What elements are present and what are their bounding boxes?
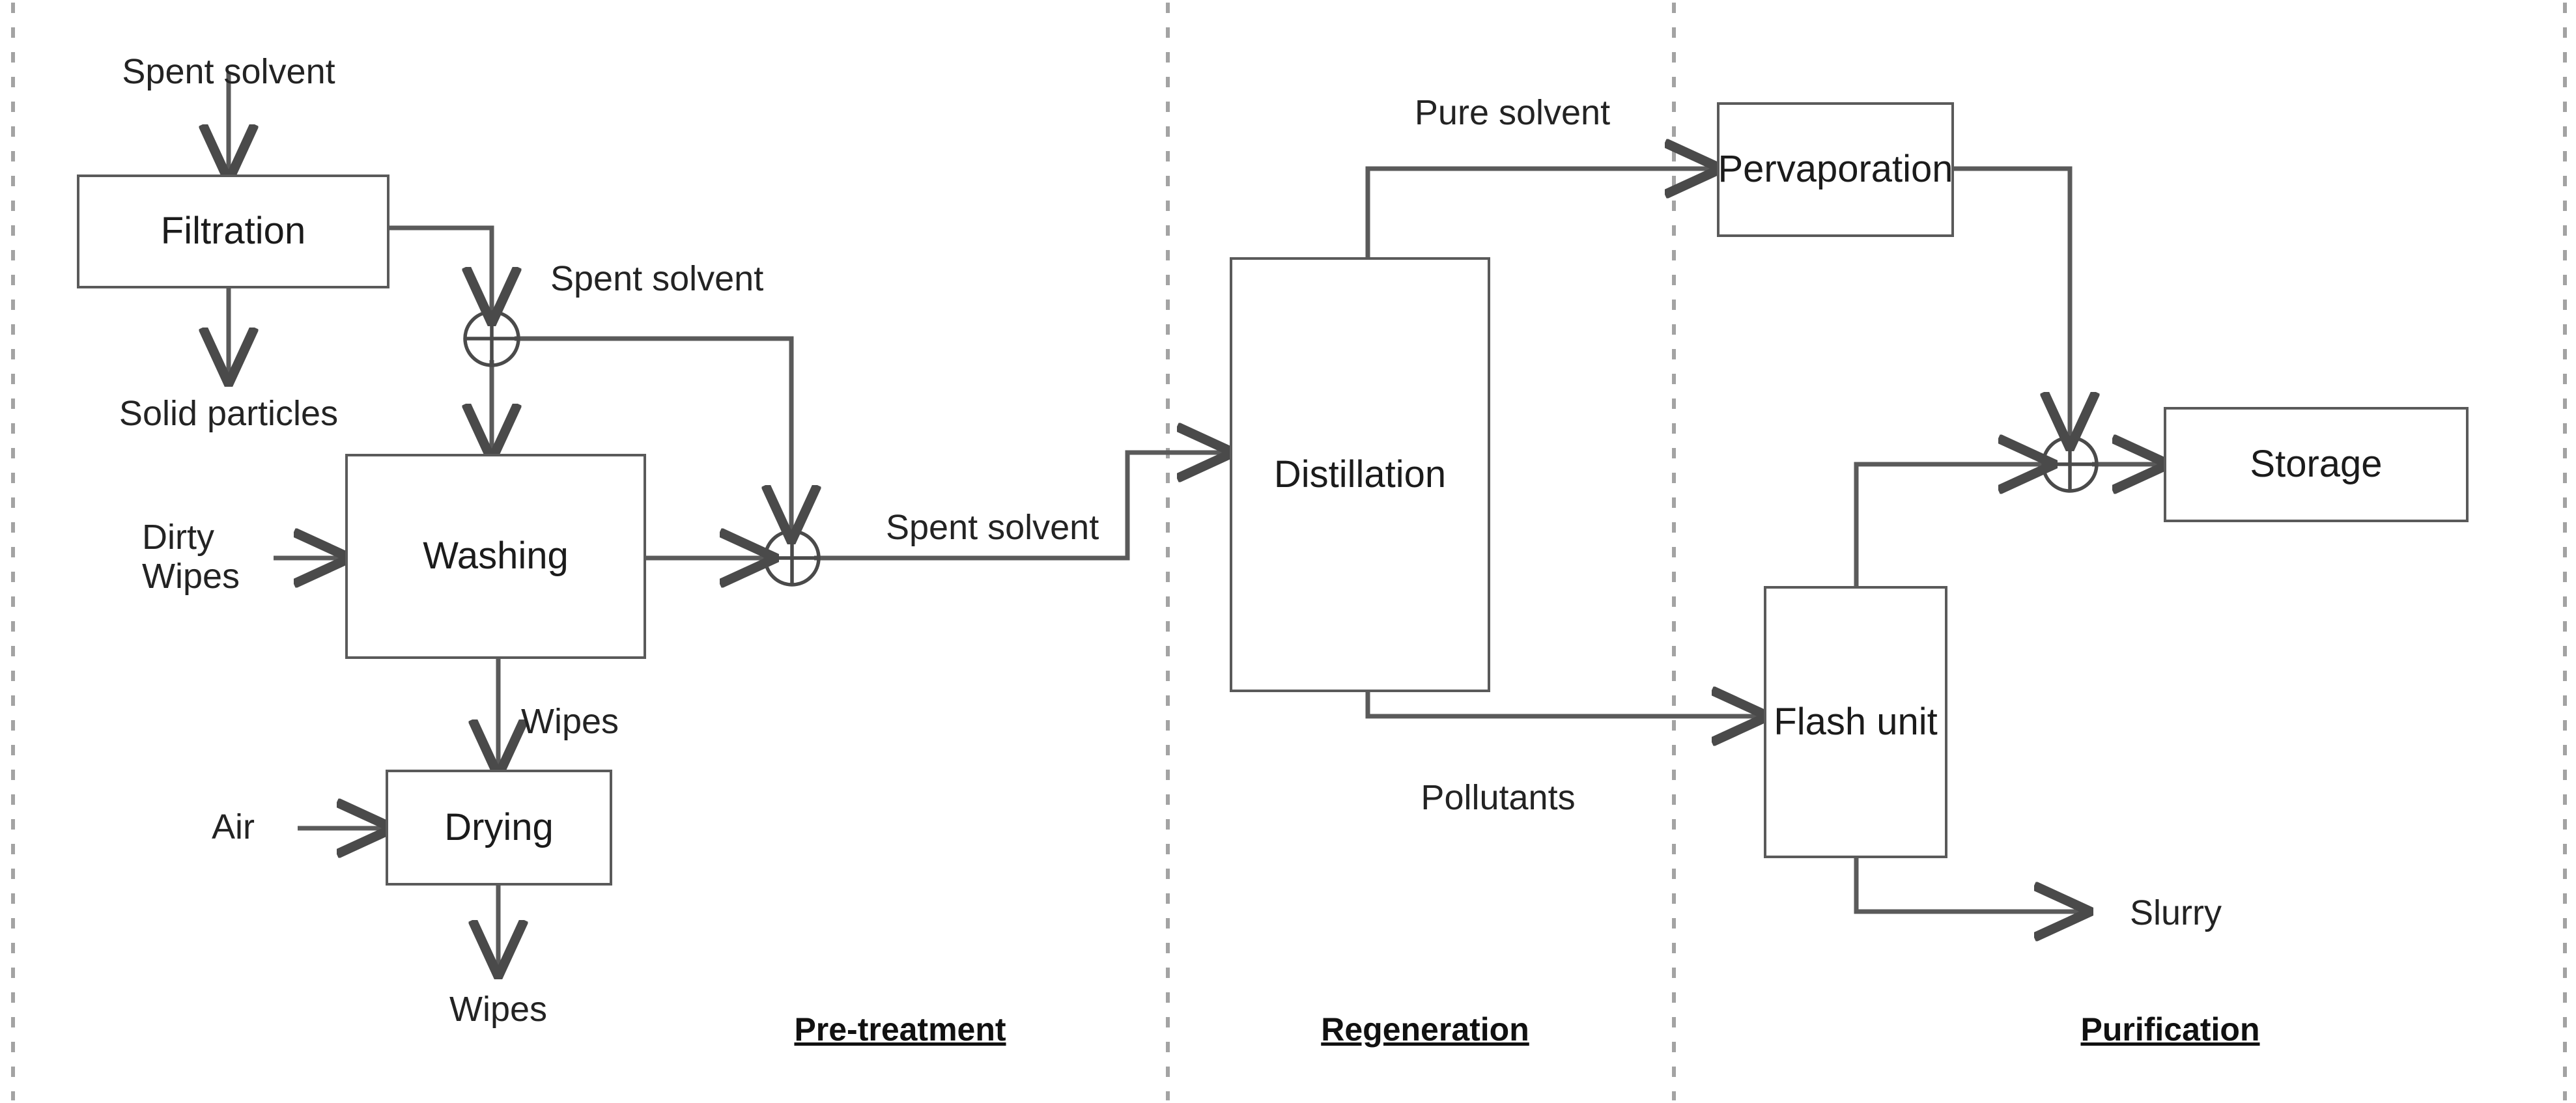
section-label-pre-treatment: Pre-treatment — [794, 1011, 1006, 1048]
unit-drying[interactable]: Drying — [386, 770, 612, 886]
label-pure-solvent: Pure solvent — [1414, 93, 1611, 132]
label-spent-solvent-recycle: Spent solvent — [550, 259, 764, 298]
unit-distillation[interactable]: Distillation — [1230, 257, 1490, 692]
stream-spent-solvent-recycle — [515, 336, 791, 535]
mixer-1-symbol — [463, 310, 520, 367]
unit-pervaporation-label: Pervaporation — [1718, 148, 1953, 191]
unit-washing-label: Washing — [423, 535, 569, 578]
stream-spent-solvent-to-distillation — [814, 453, 1227, 561]
unit-storage[interactable]: Storage — [2164, 407, 2469, 522]
unit-drying-label: Drying — [444, 805, 554, 848]
label-spent-solvent-feed: Spent solvent — [122, 52, 335, 91]
stream-pervaporation-to-mixer3 — [1953, 166, 2070, 442]
label-dirty-wipes: Dirty Wipes — [142, 518, 240, 596]
unit-filtration-label: Filtration — [160, 210, 306, 253]
label-pollutants: Pollutants — [1421, 778, 1576, 817]
stream-slurry — [1854, 856, 2084, 912]
label-solid-particles: Solid particles — [119, 394, 339, 433]
unit-pervaporation[interactable]: Pervaporation — [1717, 102, 1954, 237]
label-air: Air — [212, 807, 255, 846]
mixer-3-symbol — [2041, 436, 2099, 493]
label-spent-solvent-to-distillation: Spent solvent — [886, 508, 1099, 547]
label-wipes-to-drying: Wipes — [521, 702, 619, 741]
stream-pure-solvent — [1365, 169, 1715, 257]
stream-pollutants — [1365, 690, 1762, 716]
section-label-regeneration: Regeneration — [1321, 1011, 1529, 1048]
unit-distillation-label: Distillation — [1273, 453, 1447, 496]
unit-storage-label: Storage — [2250, 443, 2383, 486]
unit-filtration[interactable]: Filtration — [77, 175, 389, 288]
mixer-2-symbol — [763, 529, 821, 587]
unit-flash-unit-label: Flash unit — [1774, 700, 1938, 743]
label-wipes-product: Wipes — [449, 990, 548, 1029]
stream-filtration-to-mixer1 — [389, 225, 492, 317]
label-slurry: Slurry — [2130, 893, 2222, 932]
unit-flash-unit[interactable]: Flash unit — [1764, 586, 1947, 858]
unit-washing[interactable]: Washing — [345, 454, 646, 659]
section-label-purification: Purification — [2080, 1011, 2260, 1048]
